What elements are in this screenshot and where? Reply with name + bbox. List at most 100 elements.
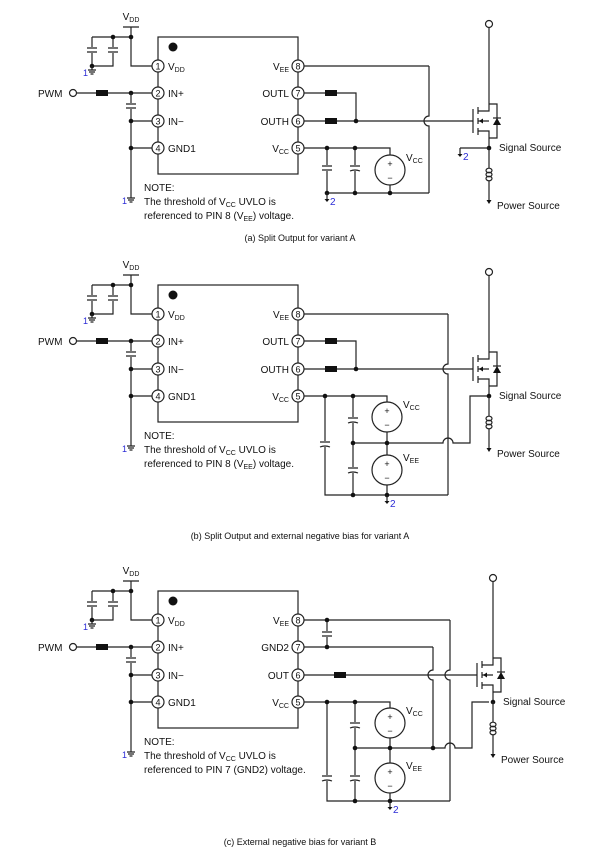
pin-circle-1	[151, 59, 165, 73]
junction-dot	[352, 798, 358, 804]
pin-number-8-text: 8	[295, 310, 300, 320]
ground-1-label: 1	[83, 622, 88, 632]
capacitor-icon	[87, 47, 97, 53]
capacitor-gap	[87, 601, 97, 607]
pin-label-left-4: GND1	[168, 698, 196, 709]
note-line-2: The threshold of VCC UVLO is	[144, 445, 276, 457]
pin-number-1: 1	[155, 62, 160, 72]
plus-sign-text: +	[387, 767, 392, 777]
junction-dot	[128, 393, 134, 399]
capacitor-icon	[126, 351, 136, 357]
pin-number-8: 8	[295, 62, 300, 72]
power-source-label: Power Source	[497, 449, 560, 460]
gnd2-wire	[427, 647, 434, 748]
pin-number-8-text: 8	[295, 62, 300, 72]
mosfet-arrow-icon	[479, 118, 483, 124]
note-text: The threshold of V	[144, 197, 226, 208]
pin-label-left-3-text: IN−	[168, 117, 184, 128]
pin-number-5: 5	[295, 698, 300, 708]
note-text: UVLO is	[236, 751, 276, 762]
pin-label-right-6-text: OUTH	[261, 365, 289, 376]
vdd-supply-label-text: V	[123, 566, 130, 577]
vdd-supply-label: VDD	[123, 12, 140, 24]
vdd-wire	[123, 274, 152, 315]
pin-label-left-4-text: GND1	[168, 144, 196, 155]
vdd-wire	[123, 580, 152, 621]
gnd1-wire	[130, 674, 152, 748]
pin-number-4: 4	[155, 144, 160, 154]
pin-label-left-3: IN−	[168, 117, 184, 128]
resistor-icon	[325, 118, 337, 124]
vee-wire	[444, 620, 451, 801]
ground-2-icon	[384, 501, 390, 504]
pin-label-left-1: VDD	[168, 616, 185, 628]
junction-dot	[353, 366, 359, 372]
vcc-source-label: VCC	[403, 400, 420, 412]
junction-dot	[352, 190, 358, 196]
pin-number-4-text: 4	[155, 144, 160, 154]
junction-dot	[128, 588, 134, 594]
vee-source-label: VEE	[403, 453, 419, 465]
minus-sign-text: −	[384, 473, 389, 483]
pin-number-6-text: 6	[295, 117, 300, 127]
pin-label-left-1-text: V	[168, 616, 175, 627]
pin-label-left-1: VDD	[168, 310, 185, 322]
capacitor-icon	[349, 165, 361, 172]
junction-dot	[128, 145, 134, 151]
junction-dot	[128, 699, 134, 705]
pin-number-8: 8	[295, 616, 300, 626]
note-line-1: NOTE:	[144, 431, 175, 442]
pin-number-3: 3	[155, 671, 160, 681]
ground-1-label: 1	[122, 196, 127, 206]
pin-label-right-5: VCC	[272, 392, 289, 404]
voltage-source-icon	[371, 401, 403, 433]
capacitor-gap	[348, 417, 358, 423]
note-text: UVLO is	[236, 445, 276, 456]
bias-wire	[304, 395, 448, 496]
plus-sign-text: +	[384, 406, 389, 416]
voltage-source-icon	[374, 154, 406, 186]
pin-number-5: 5	[295, 392, 300, 402]
plus-sign-text: +	[387, 159, 392, 169]
capacitor-icon	[319, 441, 331, 448]
minus-sign-text: −	[387, 726, 392, 736]
note-line-3: referenced to PIN 8 (VEE) voltage.	[144, 459, 294, 471]
mosfet-arrow-icon	[479, 366, 483, 372]
plus-sign: +	[384, 459, 389, 469]
pin-number-4-text: 4	[155, 698, 160, 708]
junction-dot	[324, 699, 330, 705]
resistor-icon	[334, 672, 346, 678]
pin-label-right-7: OUTL	[262, 89, 289, 100]
ground-2-icon	[457, 154, 463, 157]
pin-label-left-2-text: IN+	[168, 337, 184, 348]
pin1-marker-dot	[168, 596, 178, 606]
capacitor-icon	[108, 47, 118, 53]
ground-1-label: 1	[83, 68, 88, 78]
vcc-source-label: VCC	[406, 706, 423, 718]
capacitor-gap	[322, 631, 332, 637]
bias-wire	[304, 701, 450, 802]
plus-sign-text: +	[384, 459, 389, 469]
note-subscript: CC	[226, 202, 236, 209]
mosfet-terminals	[478, 276, 490, 396]
junction-dot	[350, 440, 356, 446]
pin-number-5-text: 5	[295, 698, 300, 708]
junction-dot	[324, 617, 330, 623]
pin-label-right-5-subscript: CC	[279, 703, 289, 710]
pin-number-7-text: 7	[295, 337, 300, 347]
pin-label-left-2: IN+	[168, 89, 184, 100]
ground-2-label-text: 2	[390, 499, 396, 510]
vdd-supply-label: VDD	[123, 566, 140, 578]
pin-label-right-8-text: V	[273, 616, 280, 627]
power-source-label-text: Power Source	[501, 755, 564, 766]
mosfet-terminals	[478, 28, 490, 148]
plus-sign: +	[387, 712, 392, 722]
capacitor-icon	[349, 722, 361, 729]
pin-number-6: 6	[295, 671, 300, 681]
pwm-label: PWM	[38, 337, 62, 348]
pin-label-right-8: VEE	[273, 310, 289, 322]
junction-dot	[387, 190, 393, 196]
capacitor-icon	[108, 601, 118, 607]
pin-label-left-2: IN+	[168, 643, 184, 654]
capacitor-gap	[348, 467, 358, 473]
